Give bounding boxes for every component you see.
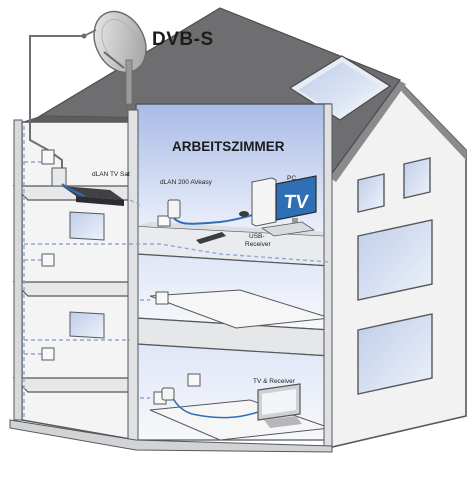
usb-receiver-label-line2: Receiver (245, 241, 271, 248)
wall-sockets (41, 149, 201, 405)
pc-label: PC (287, 175, 297, 182)
arbeitszimmer-label: ARBEITSZIMMER (172, 139, 285, 154)
facade-windows (357, 157, 433, 395)
tv-and-receiver-label: TV & Receiver (253, 378, 295, 385)
dlan-tv-sat-device (51, 167, 124, 206)
usb-receiver-label-line1: USB- (249, 233, 265, 240)
tv-and-receiver-devices (161, 383, 302, 428)
interior-windows (69, 211, 105, 339)
dvb-s-label: DVB-S (152, 29, 214, 50)
arbeitszimmer-devices (167, 175, 317, 244)
satellite-cable (29, 35, 84, 184)
monitor-tv-text: TV (282, 192, 310, 213)
satellite-dish (81, 10, 147, 105)
dlan-tv-sat-label: dLAN TV Sat (92, 171, 130, 178)
dlan-200-aveasy-label: dLAN 200 AVeasy (160, 179, 212, 186)
